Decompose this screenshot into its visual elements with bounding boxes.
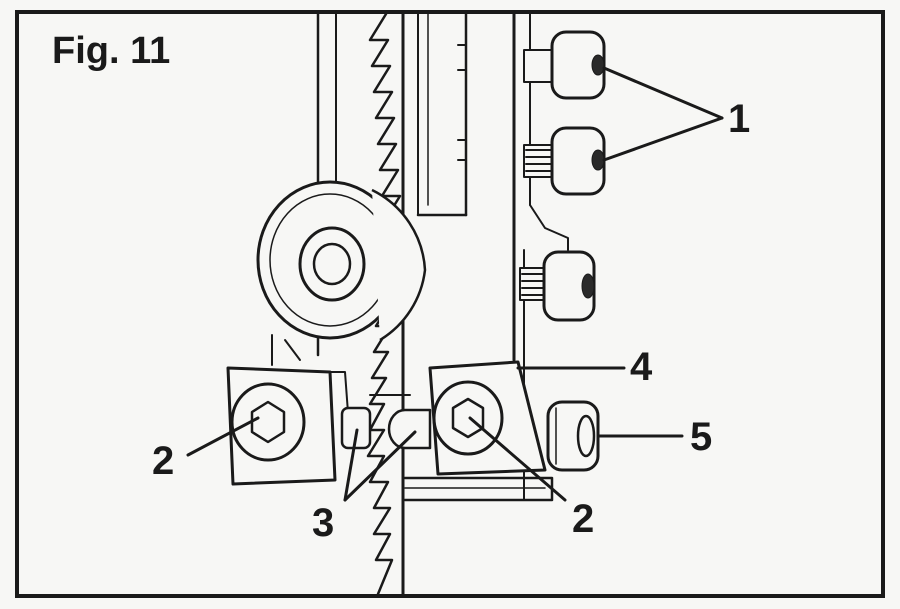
callout-4: 4 xyxy=(630,345,653,389)
figure-title: Fig. 11 xyxy=(52,30,170,72)
callout-5: 5 xyxy=(690,415,712,459)
screw-middle xyxy=(523,126,606,196)
callout-2-left: 2 xyxy=(152,439,174,483)
guide-pins xyxy=(340,394,432,450)
guide-block-right xyxy=(403,360,554,502)
guide-block-left xyxy=(226,366,351,486)
guide-wheel xyxy=(256,180,427,366)
callout-3: 3 xyxy=(312,501,334,545)
callout-2-right: 2 xyxy=(572,497,594,541)
callout-1: 1 xyxy=(728,97,750,141)
adjusting-knob xyxy=(546,400,600,472)
figure-frame xyxy=(15,10,885,598)
screw-upper xyxy=(523,30,606,100)
screw-lower xyxy=(519,250,596,322)
leader-lines xyxy=(186,66,724,502)
